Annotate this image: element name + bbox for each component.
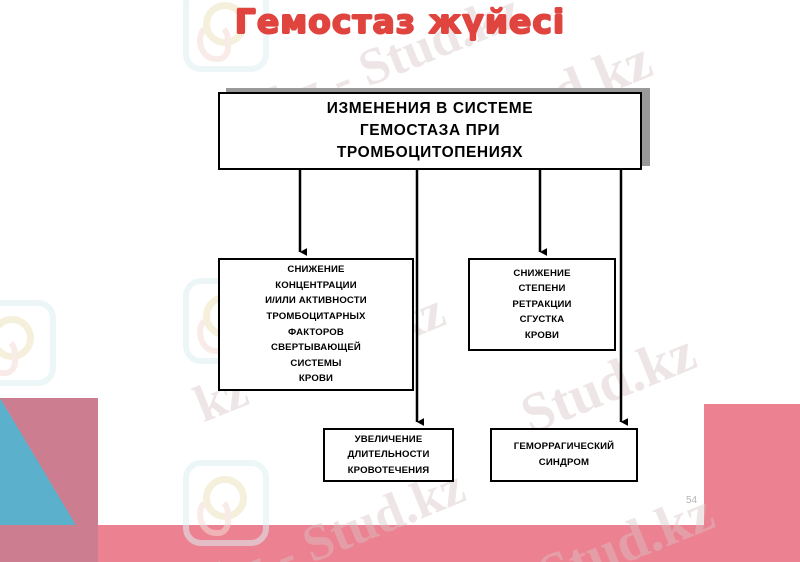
page-number: 54	[686, 495, 698, 506]
node-decrease-platelet-factor-concentration: СНИЖЕНИЕ КОНЦЕНТРАЦИИ И/ИЛИ АКТИВНОСТИ Т…	[218, 258, 414, 391]
node-label: СНИЖЕНИЕ СТЕПЕНИ РЕТРАКЦИИ СГУСТКА КРОВИ	[512, 267, 572, 341]
node-hemorrhagic-syndrome: ГЕМОРРАГИЧЕСКИЙ СИНДРОМ	[490, 428, 638, 482]
node-label: ИЗМЕНЕНИЯ В СИСТЕМЕ ГЕМОСТАЗА ПРИ ТРОМБО…	[326, 100, 534, 161]
node-changes-in-hemostasis-system: ИЗМЕНЕНИЯ В СИСТЕМЕ ГЕМОСТАЗА ПРИ ТРОМБО…	[218, 92, 642, 170]
node-increase-bleeding-duration: УВЕЛИЧЕНИЕ ДЛИТЕЛЬНОСТИ КРОВОТЕЧЕНИЯ	[323, 428, 454, 482]
node-decrease-clot-retraction: СНИЖЕНИЕ СТЕПЕНИ РЕТРАКЦИИ СГУСТКА КРОВИ	[468, 258, 616, 351]
node-label: СНИЖЕНИЕ КОНЦЕНТРАЦИИ И/ИЛИ АКТИВНОСТИ Т…	[265, 264, 367, 385]
decor-block-pink-bottom-left	[0, 525, 98, 562]
page-title: Гемостаз жүйесі	[234, 1, 566, 41]
node-label: УВЕЛИЧЕНИЕ ДЛИТЕЛЬНОСТИ КРОВОТЕЧЕНИЯ	[347, 433, 430, 476]
node-label: ГЕМОРРАГИЧЕСКИЙ СИНДРОМ	[513, 441, 615, 468]
